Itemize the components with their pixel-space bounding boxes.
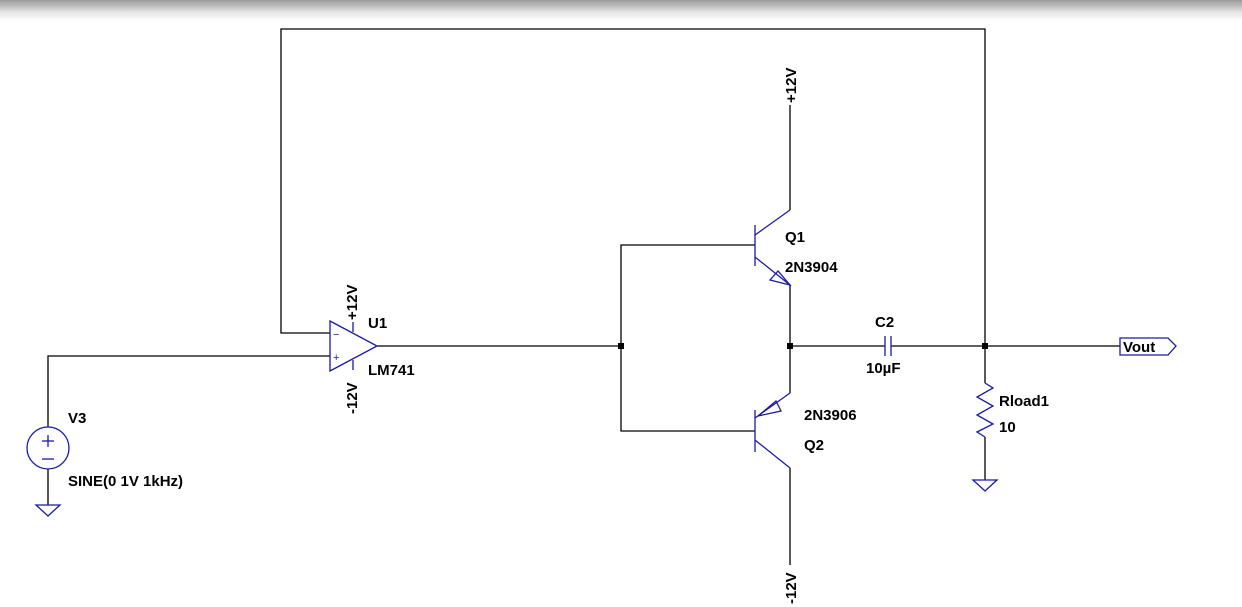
junction-dot — [982, 343, 988, 349]
input-wire[interactable] — [47, 355, 330, 427]
resistor-value: 10 — [999, 419, 1016, 436]
q2-emitter-arrow — [757, 399, 782, 417]
q1-supply: +12V — [783, 68, 800, 103]
base-bias-wire[interactable] — [620, 244, 755, 432]
output-label: Vout — [1123, 339, 1155, 356]
cap-ref: C2 — [875, 314, 894, 331]
transistor-q1[interactable]: Q1 2N3904 +12V — [754, 68, 838, 287]
q2-ref: Q2 — [804, 437, 824, 454]
voltage-source-v3[interactable]: V3 SINE(0 1V 1kHz) — [26, 410, 183, 490]
q2-supply: -12V — [783, 572, 800, 604]
opamp-model: LM741 — [368, 362, 415, 379]
resistor-zigzag — [975, 382, 995, 438]
window-top-bar — [0, 0, 1242, 20]
source-value: SINE(0 1V 1kHz) — [68, 473, 183, 490]
ground-icon — [34, 504, 62, 517]
resistor-ref: Rload1 — [999, 393, 1049, 410]
q1-emitter-leg — [754, 256, 791, 286]
opamp-supply-pos: +12V — [344, 285, 361, 320]
cap-value: 10µF — [866, 360, 901, 377]
opamp-u1[interactable]: − + U1 LM741 +12V -12V — [329, 285, 415, 414]
wires — [47, 28, 1120, 565]
q1-collector-leg — [754, 209, 791, 236]
capacitor-c2[interactable]: C2 10µF — [866, 314, 901, 377]
output-port[interactable]: Vout — [1119, 337, 1177, 356]
q1-emitter-arrow — [768, 270, 792, 287]
q2-collector-leg — [754, 439, 791, 469]
opamp-triangle — [329, 319, 379, 373]
opamp-minus-sign: − — [333, 329, 339, 341]
source-circle — [26, 426, 70, 470]
feedback-wire[interactable] — [280, 28, 986, 346]
source-ref: V3 — [68, 410, 86, 427]
ground-icon — [971, 479, 999, 492]
junction-dot — [618, 343, 624, 349]
q2-model: 2N3906 — [804, 407, 857, 424]
output-flag — [1119, 337, 1177, 356]
opamp-ref: U1 — [368, 315, 387, 332]
q1-ref: Q1 — [785, 229, 805, 246]
q1-model: 2N3904 — [785, 259, 838, 276]
transistor-q2[interactable]: 2N3906 Q2 -12V — [754, 392, 857, 604]
junction-dot — [787, 343, 793, 349]
opamp-supply-neg: -12V — [344, 382, 361, 414]
resistor-rload1[interactable]: Rload1 10 — [975, 382, 1049, 438]
opamp-plus-sign: + — [333, 352, 339, 364]
